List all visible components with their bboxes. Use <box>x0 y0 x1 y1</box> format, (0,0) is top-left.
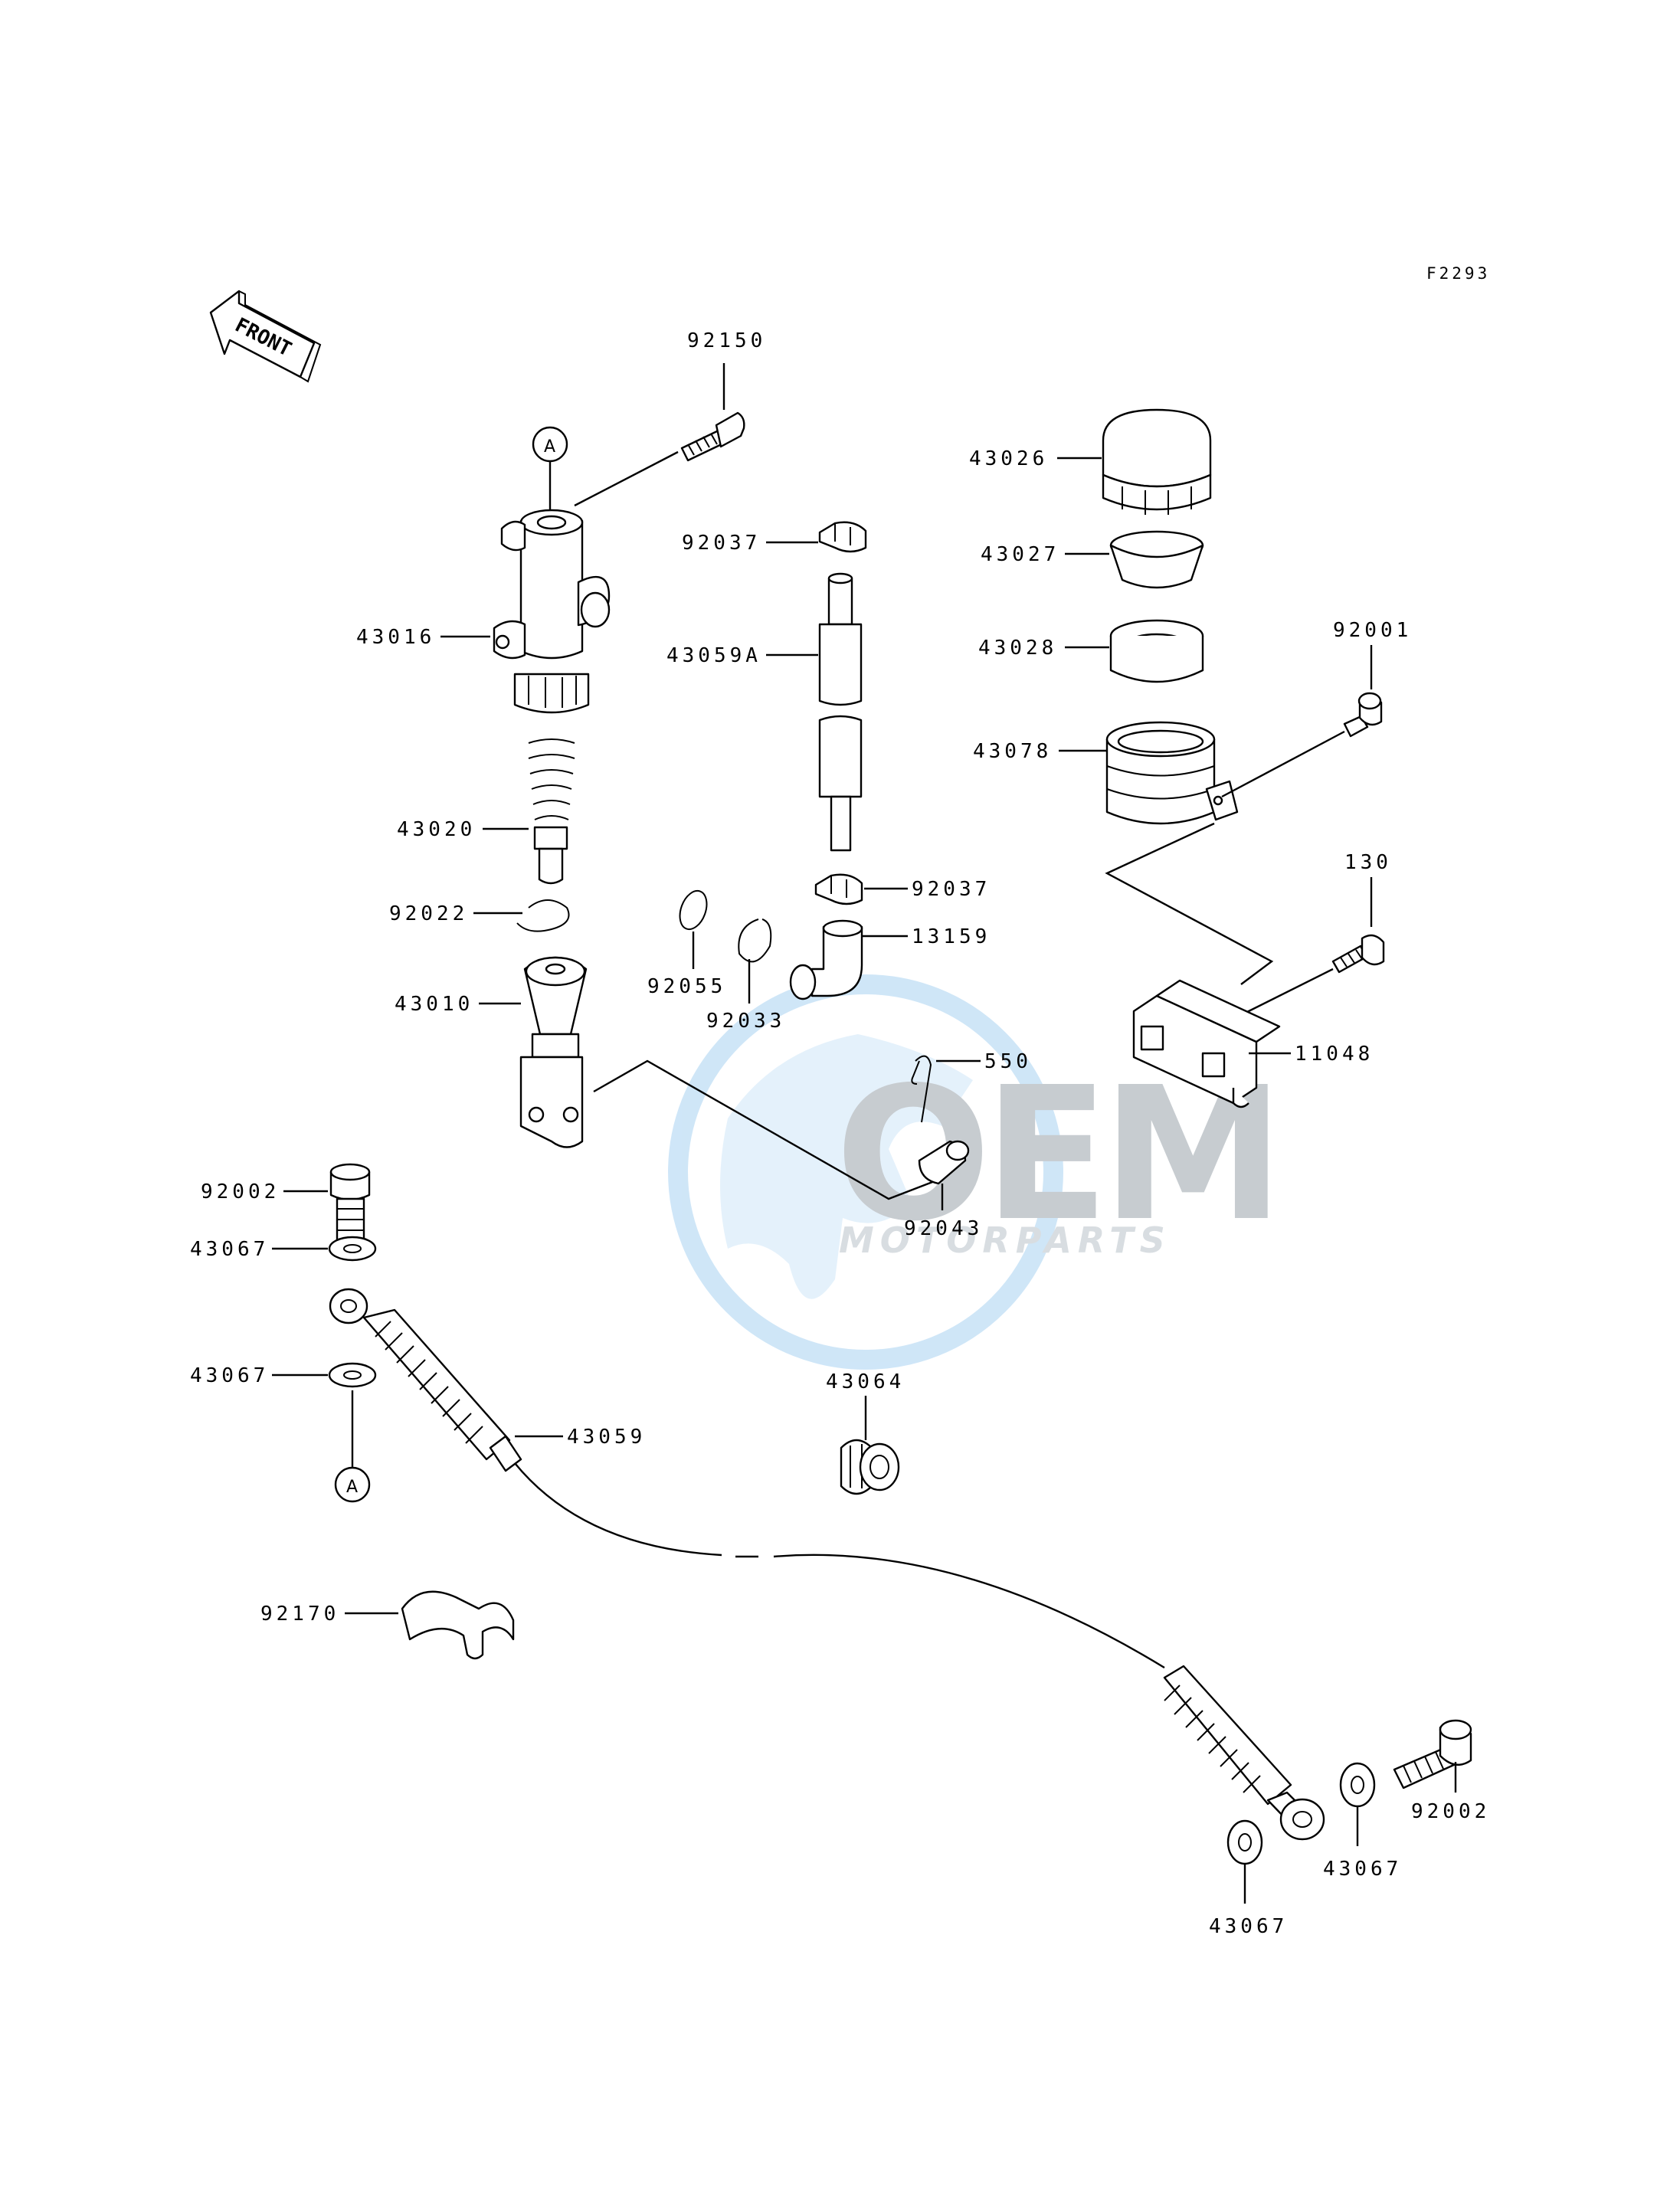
label-92150: 92150 <box>687 329 766 352</box>
label-43020: 43020 <box>397 818 476 841</box>
circlip-92022 <box>516 899 570 932</box>
label-43067-b: 43067 <box>190 1364 269 1387</box>
label-92002-right: 92002 <box>1411 1800 1490 1823</box>
oem-watermark: OEM MOTORPARTS <box>668 974 1285 1370</box>
label-130: 130 <box>1344 851 1392 874</box>
washer-43067-c <box>1339 1762 1376 1808</box>
bolt-92150 <box>680 411 745 462</box>
clamp-92037-bottom <box>814 873 863 905</box>
reservoir-cap-43026 <box>1102 408 1212 515</box>
oring-92055 <box>679 889 708 931</box>
label-43064: 43064 <box>826 1370 905 1393</box>
bolt-130 <box>1331 934 1385 974</box>
watermark-globe-icon <box>668 974 1063 1370</box>
pin-92043 <box>918 1140 970 1185</box>
cotter-pin-550 <box>911 1055 932 1123</box>
label-550: 550 <box>984 1050 1032 1073</box>
spring-43020 <box>528 738 575 885</box>
label-92001: 92001 <box>1333 619 1412 642</box>
bracket-11048 <box>1132 979 1281 1108</box>
circlip-92033 <box>738 918 772 963</box>
front-arrow-icon: FRONT <box>209 290 322 383</box>
clamp-92037-top <box>818 521 867 553</box>
grommet-43064 <box>840 1439 900 1495</box>
label-92043: 92043 <box>904 1217 983 1240</box>
master-cylinder-43016 <box>493 509 611 714</box>
figure-code: F2293 <box>1426 264 1490 283</box>
ref-marker-a-top: A <box>544 437 555 457</box>
label-13159: 13159 <box>912 925 991 948</box>
label-92055: 92055 <box>647 975 726 998</box>
label-43028: 43028 <box>978 637 1057 660</box>
label-92002-left: 92002 <box>201 1180 280 1203</box>
label-92033: 92033 <box>706 1010 785 1033</box>
label-92037-top: 92037 <box>682 532 761 555</box>
label-43016: 43016 <box>356 626 435 649</box>
label-11048: 11048 <box>1295 1043 1374 1066</box>
label-43067-a: 43067 <box>190 1238 269 1261</box>
washer-43067-a <box>328 1236 377 1262</box>
washer-43067-d <box>1226 1819 1263 1865</box>
elbow-13159 <box>789 919 863 1000</box>
label-43067-c: 43067 <box>1323 1858 1402 1881</box>
label-43059a: 43059A <box>666 644 761 667</box>
diaphragm-plate-43027 <box>1109 530 1204 589</box>
label-43059: 43059 <box>567 1426 646 1449</box>
diaphragm-43028 <box>1109 619 1204 683</box>
label-92170: 92170 <box>260 1603 339 1626</box>
label-92022: 92022 <box>389 902 468 925</box>
watermark-subtitle: MOTORPARTS <box>839 1220 1171 1261</box>
label-92037-bottom: 92037 <box>912 878 991 901</box>
label-43026: 43026 <box>969 447 1048 470</box>
label-43067-d: 43067 <box>1209 1915 1288 1938</box>
hose-43059 <box>329 1288 1325 1841</box>
label-43078: 43078 <box>973 740 1052 763</box>
ref-marker-a-bottom: A <box>346 1478 358 1497</box>
label-43027: 43027 <box>981 543 1059 566</box>
piston-43010 <box>519 956 588 1148</box>
clamp-92170 <box>401 1590 515 1660</box>
hose-43059a <box>818 572 863 852</box>
label-43010: 43010 <box>395 993 473 1016</box>
bolt-92001 <box>1343 692 1383 738</box>
washer-43067-b <box>328 1362 377 1388</box>
bolt-92002-right <box>1393 1719 1472 1789</box>
reservoir-43078 <box>1105 721 1239 825</box>
